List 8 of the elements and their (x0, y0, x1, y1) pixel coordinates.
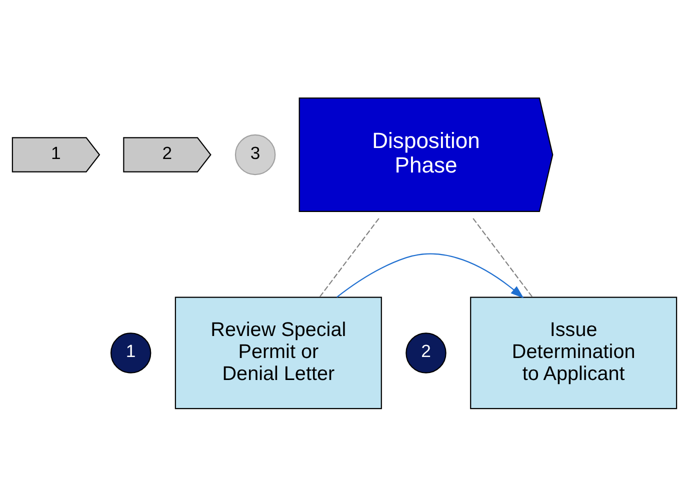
connector (472, 218, 533, 297)
node-circle: 3 (234, 134, 276, 175)
node-box: Review Special Permit or Denial Letter (174, 296, 382, 409)
node-circle: 1 (110, 332, 152, 373)
arrow (336, 252, 524, 298)
connector (319, 218, 380, 297)
node-box: Issue Determination to Applicant (470, 296, 678, 409)
node-circle: 2 (406, 332, 446, 373)
